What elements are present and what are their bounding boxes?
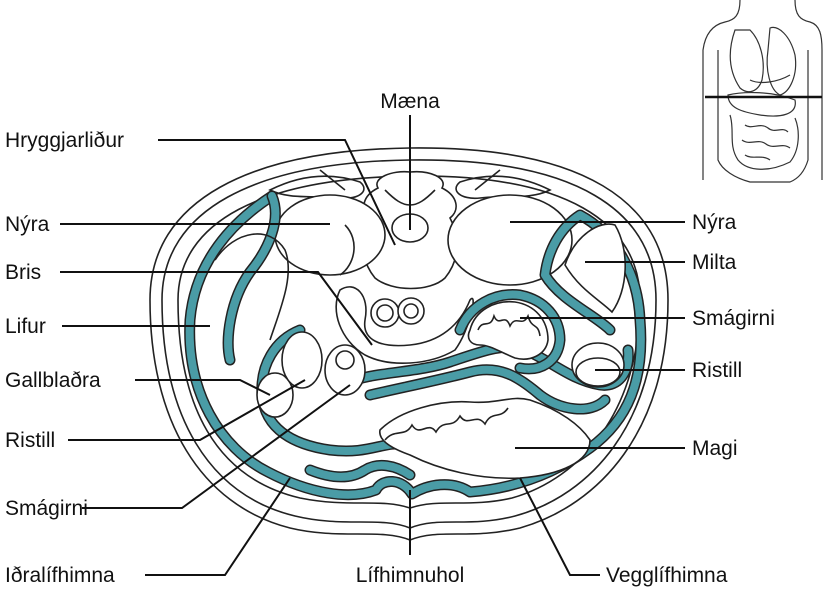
label-lifhimnuhol: Lífhimnuhol bbox=[356, 564, 465, 587]
label-nyra-left: Nýra bbox=[5, 213, 50, 236]
colon-right-inner bbox=[575, 357, 621, 387]
small-intestine-left bbox=[324, 344, 366, 396]
label-gallbladra: Gallblaðra bbox=[5, 369, 101, 392]
colon-left bbox=[281, 331, 323, 389]
label-milta: Milta bbox=[692, 251, 737, 274]
label-smagirni-left: Smágirni bbox=[5, 497, 88, 520]
label-ristill-right: Ristill bbox=[692, 359, 742, 382]
label-smagirni-right: Smágirni bbox=[692, 307, 775, 330]
label-bris: Bris bbox=[5, 261, 41, 284]
label-vegglifhimna: Vegglífhimna bbox=[606, 564, 728, 587]
leader-ristill-left bbox=[68, 379, 306, 441]
leader-lines bbox=[60, 115, 685, 576]
leader-idralifhimna bbox=[145, 477, 291, 576]
spleen bbox=[564, 223, 626, 314]
leader-hryggjarlidur bbox=[158, 139, 396, 246]
vena-cava-inner bbox=[403, 303, 419, 319]
leader-gallbladra bbox=[135, 379, 271, 396]
aorta-inner bbox=[376, 304, 394, 322]
label-nyra-right: Nýra bbox=[692, 211, 737, 234]
leader-smagirni-left bbox=[82, 384, 351, 509]
label-ristill-left: Ristill bbox=[5, 429, 55, 452]
vertebra bbox=[362, 170, 458, 290]
label-idralifhimna: Iðralífhimna bbox=[5, 564, 115, 587]
stomach bbox=[379, 397, 591, 480]
leader-bris bbox=[60, 271, 373, 346]
kidney-left bbox=[274, 194, 386, 276]
gallbladder bbox=[256, 372, 294, 418]
label-maena: Mæna bbox=[380, 90, 440, 113]
label-magi: Magi bbox=[692, 437, 738, 460]
leader-vegglifhimna bbox=[519, 477, 600, 576]
small-intestine-loop bbox=[335, 350, 355, 370]
label-lifur: Lifur bbox=[5, 315, 46, 338]
labels: Mæna Hryggjarliður Nýra Bris Lifur Gallb… bbox=[5, 90, 775, 587]
liver bbox=[214, 233, 290, 341]
kidney-right bbox=[447, 194, 573, 286]
label-hryggjarlidur: Hryggjarliður bbox=[5, 129, 124, 152]
torso-thumbnail bbox=[702, 0, 823, 183]
